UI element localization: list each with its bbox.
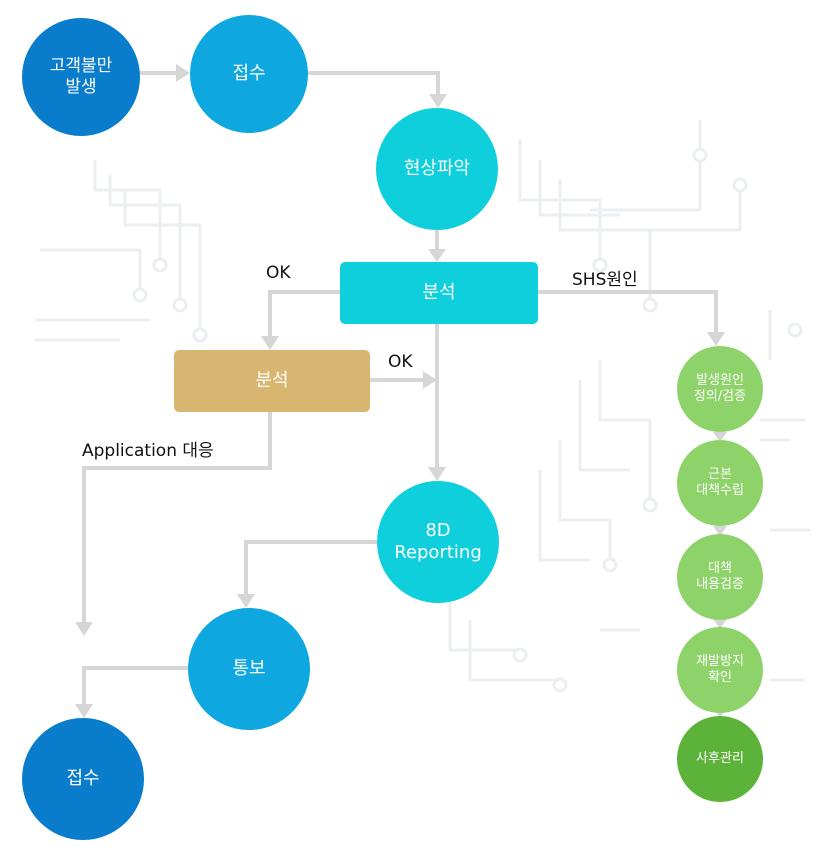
node-countermeasure-verify: 대책 내용검증 [677,534,763,620]
label-application: Application 대응 [82,441,214,461]
arrowhead-reporting [428,467,446,481]
arrowhead-analysis [428,249,446,262]
node-notice: 통보 [188,608,310,730]
node-grasp: 현상파악 [376,108,498,230]
node-receipt-top: 접수 [190,15,308,133]
arrowhead-receipt [176,64,190,82]
arrowhead-green-4 [713,619,727,629]
arrowheads [75,64,727,718]
arrowhead-ok-mid [423,371,437,389]
circuit-nodes [132,147,803,693]
arrowhead-notice [237,594,255,608]
conn-receipt-grasp [308,71,440,96]
label-shs-cause: SHS원인 [572,270,638,290]
node-analysis-sub: 분석 [174,350,370,412]
node-recurrence-prevention: 재발방지 확인 [677,627,763,713]
node-8d-reporting: 8D Reporting [377,481,499,603]
arrowhead-green-1 [707,332,725,346]
conn-reporting-notice [244,540,377,596]
conn-notice-receipt [82,666,188,706]
circuit-background [35,120,810,682]
arrowhead-green-3 [713,526,727,536]
arrowhead-green-2 [713,432,727,442]
node-receipt-bottom: 접수 [22,718,144,840]
label-ok-mid: OK [388,352,413,372]
arrowhead-analysis-sub [261,336,279,350]
arrowhead-grasp [429,94,447,108]
node-cause-definition: 발생원인 정의/검증 [677,346,763,432]
conn-analysis-ok-left [268,290,340,338]
conn-analysis-shs [538,290,718,334]
node-complaint: 고객불만 발생 [22,18,140,136]
label-ok-left: OK [266,263,291,283]
node-follow-up: 사후관리 [677,716,763,802]
arrowhead-application [75,622,93,636]
arrowhead-receipt-bottom [75,704,93,718]
node-root-countermeasure: 근본 대책수립 [677,440,763,526]
node-analysis-main: 분석 [340,262,538,324]
conn-application [82,412,272,622]
